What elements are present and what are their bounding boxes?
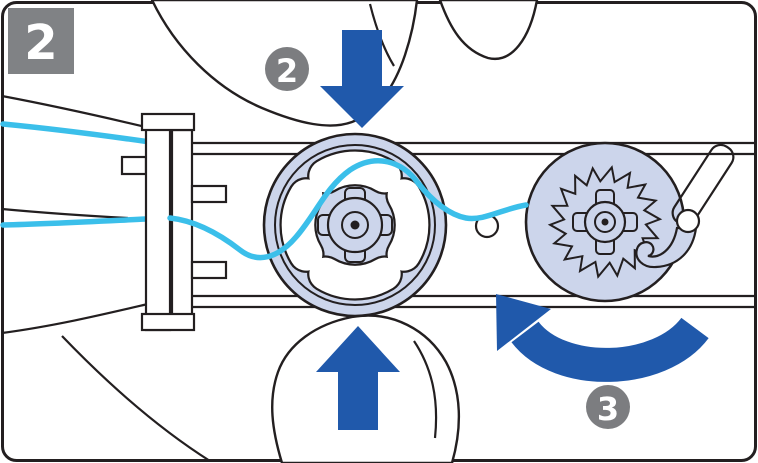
bracket-right-tab-lower <box>190 260 228 280</box>
spool-hub <box>317 187 393 263</box>
thread-strand-upper <box>0 121 153 145</box>
body-line-bottom <box>1 302 149 335</box>
step-3-circle <box>586 385 630 429</box>
pawl-pivot <box>675 208 701 234</box>
panel-number: 2 <box>24 15 57 71</box>
rotate-ccw-arrow-icon <box>496 294 709 382</box>
step-3-label: 3 <box>597 390 619 428</box>
thread-line <box>167 158 529 261</box>
bobbin-spool-wheel <box>262 132 448 318</box>
press-down-arrow-icon <box>320 30 404 128</box>
ratchet-hub-dot <box>601 218 609 226</box>
bracket-left-tab <box>120 155 148 176</box>
panel-number-badge: 2 <box>8 8 74 74</box>
thread-inlet-strands <box>0 121 153 228</box>
bracket-cap-top <box>140 112 196 132</box>
body-curve-bottom-left <box>61 335 211 462</box>
panel-badge-square <box>8 8 74 74</box>
bracket-right-tab-upper <box>190 184 228 204</box>
press-up-arrow-icon <box>316 326 400 430</box>
bracket-post-front <box>144 116 172 332</box>
body-line-top <box>1 94 151 130</box>
rotate-arrow-arc <box>511 316 709 382</box>
rotate-arrow-head <box>496 294 551 351</box>
bracket-cap-bottom <box>140 312 196 332</box>
step-3-marker: 3 <box>586 385 630 429</box>
body-line-middle <box>1 207 129 220</box>
finger-second-outline <box>438 0 539 61</box>
thumb-crease-line <box>413 340 438 439</box>
pawl-hook <box>635 226 698 269</box>
ratchet-tension-wheel <box>524 141 735 303</box>
thread-guide-bracket <box>120 112 228 332</box>
ratchet-hub <box>572 189 638 255</box>
machine-body-outline <box>1 94 211 462</box>
thread-strand-lower <box>0 216 149 228</box>
arm-rails <box>146 141 756 309</box>
step-2-label: 2 <box>276 52 298 90</box>
step-2-marker: 2 <box>265 47 309 91</box>
step-2-circle <box>265 47 309 91</box>
spool-hub-dot <box>350 220 360 230</box>
spool-rim-inner <box>274 144 436 306</box>
